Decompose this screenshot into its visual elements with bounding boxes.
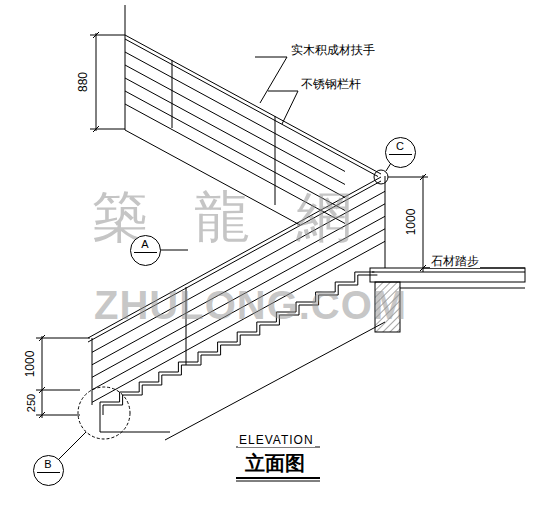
title-underline bbox=[236, 481, 320, 482]
extension-line bbox=[36, 338, 90, 339]
detail-circle bbox=[374, 170, 388, 184]
step-tread bbox=[237, 332, 257, 333]
leader-line bbox=[255, 57, 287, 58]
dimension-tick bbox=[93, 32, 99, 38]
callout-letter: A bbox=[131, 238, 160, 250]
step-riser bbox=[178, 362, 179, 372]
dimension-tick bbox=[39, 335, 45, 341]
step-tread bbox=[100, 402, 120, 403]
step-riser bbox=[142, 385, 143, 395]
wood-handrail bbox=[125, 35, 381, 174]
step-riser bbox=[240, 335, 241, 345]
dimension-line bbox=[42, 336, 43, 418]
step-riser bbox=[122, 395, 123, 405]
step-riser bbox=[198, 352, 199, 362]
step-tread bbox=[358, 275, 378, 276]
step-tread bbox=[123, 395, 143, 396]
step-tread bbox=[218, 342, 238, 343]
step-riser bbox=[119, 392, 120, 402]
step-tread bbox=[198, 352, 218, 353]
leader-line bbox=[59, 432, 86, 459]
callout-letter: B bbox=[34, 458, 63, 470]
step-tread bbox=[201, 355, 221, 356]
stainless-post bbox=[92, 338, 93, 405]
step-riser bbox=[100, 412, 101, 420]
leader-line bbox=[159, 250, 188, 251]
step-tread bbox=[221, 345, 241, 346]
callout-divider bbox=[389, 154, 412, 155]
step-tread bbox=[103, 405, 123, 406]
dimension-tick bbox=[420, 174, 426, 180]
leader-line bbox=[260, 57, 287, 103]
stainless-post bbox=[125, 5, 126, 130]
leader-line bbox=[268, 91, 298, 92]
view-label: ELEVATION bbox=[238, 434, 315, 447]
dimension-text: 1000 bbox=[24, 350, 37, 379]
dimension-line bbox=[96, 33, 97, 131]
detail-circle bbox=[78, 387, 130, 439]
step-tread bbox=[139, 382, 159, 383]
stone-tread bbox=[372, 272, 525, 273]
watermark: ZHULONG.COM bbox=[94, 283, 407, 327]
stainless-bar bbox=[125, 52, 345, 171]
step-tread bbox=[355, 272, 375, 273]
step-riser bbox=[201, 355, 202, 365]
wood-handrail bbox=[125, 39, 378, 177]
title-underline bbox=[236, 477, 320, 479]
callout-divider bbox=[134, 252, 157, 253]
step-riser bbox=[220, 345, 221, 355]
step-riser bbox=[100, 402, 101, 412]
stainless-bar bbox=[125, 78, 345, 197]
step-tread bbox=[335, 282, 355, 283]
step-riser bbox=[103, 405, 104, 415]
callout-divider bbox=[37, 472, 60, 473]
step-tread bbox=[162, 375, 182, 376]
step-tread bbox=[159, 372, 179, 373]
step-tread bbox=[142, 385, 162, 386]
callout-letter: C bbox=[386, 140, 415, 152]
step-tread bbox=[120, 392, 140, 393]
stair-base bbox=[100, 432, 170, 433]
dimension-text: 1000 bbox=[405, 208, 418, 237]
drawing-title: 立面图 bbox=[245, 452, 305, 474]
step-riser bbox=[354, 272, 355, 282]
dimension-text: 880 bbox=[77, 71, 90, 93]
detail-callout: C bbox=[385, 137, 416, 168]
step-riser bbox=[217, 342, 218, 352]
part-label: 实木积成材扶手 bbox=[290, 44, 376, 57]
landing-slab bbox=[400, 288, 525, 289]
dimension-line bbox=[423, 175, 424, 272]
stair-base bbox=[100, 420, 101, 432]
part-label: 石材踏步 bbox=[430, 255, 480, 268]
step-riser bbox=[139, 382, 140, 392]
dimension-tick bbox=[39, 412, 45, 418]
step-tread bbox=[181, 365, 201, 366]
step-tread bbox=[240, 335, 260, 336]
step-riser bbox=[158, 372, 159, 382]
step-riser bbox=[161, 375, 162, 385]
stone-tread bbox=[370, 268, 525, 282]
stainless-post bbox=[172, 60, 173, 128]
detail-callout: B bbox=[33, 455, 64, 486]
dimension-text: 250 bbox=[25, 393, 37, 413]
step-riser bbox=[181, 365, 182, 375]
detail-callout: A bbox=[130, 235, 161, 266]
step-riser bbox=[237, 332, 238, 342]
lower-flight-soffit bbox=[165, 322, 385, 440]
dimension-tick bbox=[39, 387, 45, 393]
step-tread bbox=[178, 362, 198, 363]
dimension-tick bbox=[93, 126, 99, 132]
leader-line bbox=[282, 91, 298, 124]
part-label: 不锈钢栏杆 bbox=[300, 78, 362, 91]
